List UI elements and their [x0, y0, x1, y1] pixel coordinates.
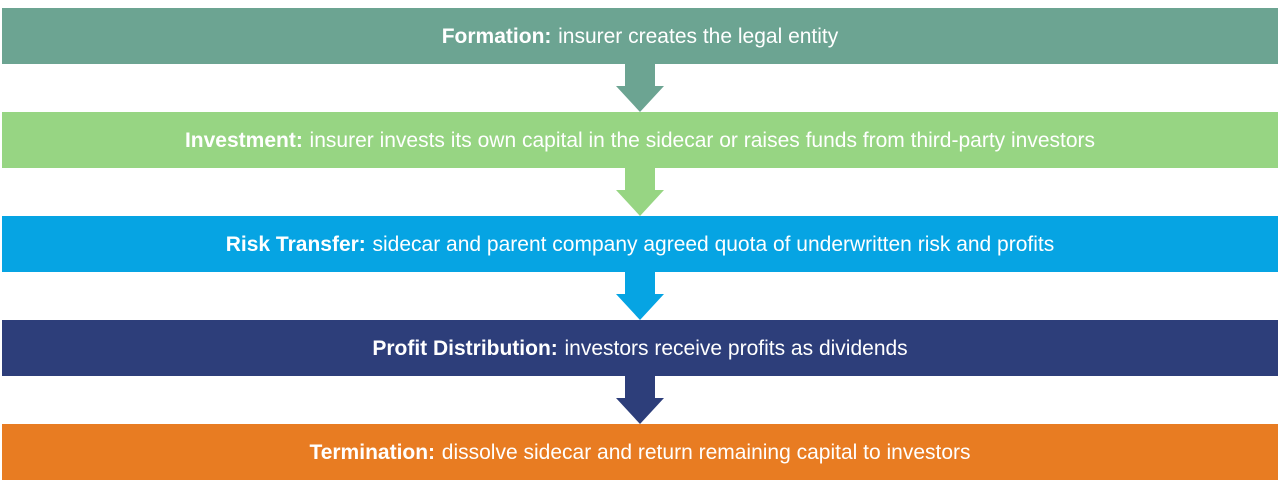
- step-description: sidecar and parent company agreed quota …: [372, 232, 1055, 256]
- step-band-risk-transfer: Risk Transfer: sidecar and parent compan…: [2, 216, 1278, 272]
- step-band-investment: Investment: insurer invests its own capi…: [2, 112, 1278, 168]
- flow-step-investment: Investment: insurer invests its own capi…: [0, 112, 1280, 216]
- step-description: investors receive profits as dividends: [564, 336, 908, 360]
- step-label: Risk Transfer:: [225, 232, 366, 256]
- down-arrow-icon: [0, 376, 1280, 424]
- step-description: dissolve sidecar and return remaining ca…: [441, 440, 971, 464]
- flow-step-risk-transfer: Risk Transfer: sidecar and parent compan…: [0, 216, 1280, 320]
- down-arrow-icon: [0, 168, 1280, 216]
- step-description: insurer creates the legal entity: [558, 24, 839, 48]
- flow-step-formation: Formation: insurer creates the legal ent…: [0, 8, 1280, 112]
- down-arrow-icon: [0, 272, 1280, 320]
- flow-step-termination: Termination: dissolve sidecar and return…: [0, 424, 1280, 480]
- step-label: Formation:: [441, 24, 552, 48]
- step-label: Termination:: [309, 440, 436, 464]
- step-band-termination: Termination: dissolve sidecar and return…: [2, 424, 1278, 480]
- step-band-formation: Formation: insurer creates the legal ent…: [2, 8, 1278, 64]
- step-label: Profit Distribution:: [372, 336, 558, 360]
- flow-step-profit-distribution: Profit Distribution: investors receive p…: [0, 320, 1280, 424]
- step-description: insurer invests its own capital in the s…: [309, 128, 1096, 152]
- step-label: Investment:: [184, 128, 303, 152]
- step-band-profit-distribution: Profit Distribution: investors receive p…: [2, 320, 1278, 376]
- down-arrow-icon: [0, 64, 1280, 112]
